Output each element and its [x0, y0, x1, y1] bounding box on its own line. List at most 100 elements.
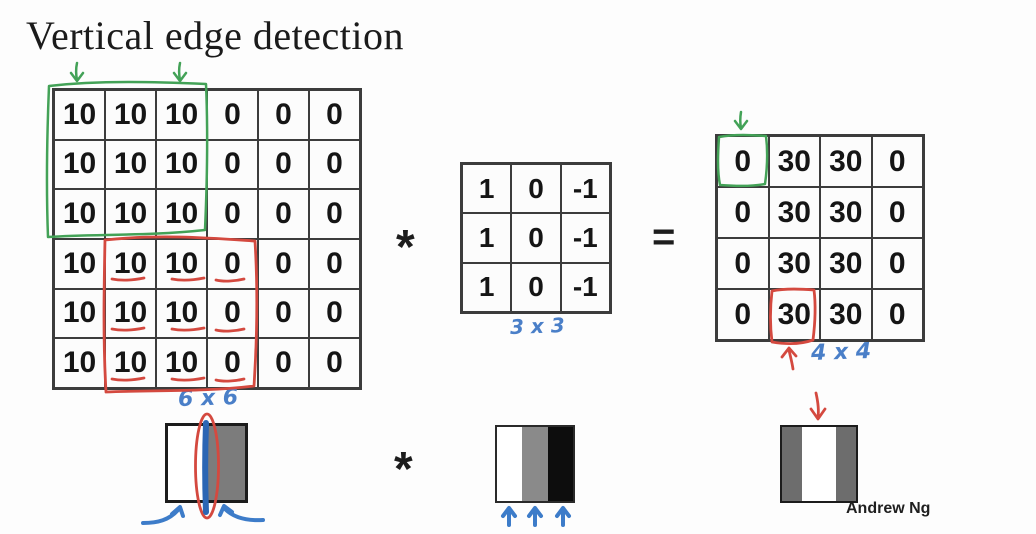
- gray-stripe-right: [836, 427, 856, 501]
- matrix-cell: 10: [54, 338, 105, 388]
- gray-stripe-left: [782, 427, 802, 501]
- input-dimension-label: 6 x 6: [177, 384, 239, 413]
- matrix-cell: 0: [717, 238, 769, 289]
- matrix-cell: 30: [768, 238, 820, 289]
- page-title: Vertical edge detection: [26, 13, 404, 58]
- white-half: [168, 426, 207, 500]
- attribution-text: Andrew Ng: [846, 500, 931, 517]
- matrix-cell: 0: [207, 189, 258, 239]
- matrix-cell: 0: [207, 239, 258, 289]
- matrix-cell: 10: [156, 239, 207, 289]
- matrix-cell: 30: [768, 136, 820, 187]
- matrix-cell: 0: [309, 139, 360, 190]
- matrix-cell: 0: [309, 189, 360, 239]
- matrix-cell: 10: [156, 139, 207, 190]
- blue-arrowhead-icon: [555, 506, 571, 518]
- filter-dimension-label: 3 x 3: [509, 313, 566, 339]
- matrix-cell: 10: [105, 139, 156, 190]
- matrix-cell: -1: [560, 213, 610, 263]
- matrix-cell: 10: [105, 288, 156, 339]
- matrix-cell: 10: [105, 90, 156, 140]
- blue-curved-arrow-left-icon: [141, 508, 180, 525]
- matrix-cell: 0: [511, 164, 561, 214]
- blue-arrowhead-icon: [218, 504, 234, 517]
- edge-image-input: [165, 423, 248, 503]
- matrix-cell: 30: [820, 238, 872, 289]
- matrix-cell: 0: [258, 189, 309, 239]
- output-dimension-label: 4 x 4: [810, 338, 872, 367]
- matrix-cell: 10: [54, 90, 105, 140]
- matrix-cell: 1: [462, 164, 512, 214]
- red-arrow-down-icon: [814, 391, 820, 419]
- matrix-cell: 10: [156, 90, 207, 140]
- matrix-cell: 10: [54, 288, 105, 339]
- green-arrowhead-icon: [69, 71, 85, 83]
- matrix-cell: 10: [156, 338, 207, 388]
- matrix-cell: 0: [511, 262, 561, 312]
- convolution-operator-top: *: [396, 221, 415, 274]
- matrix-cell: 0: [207, 288, 258, 339]
- matrix-cell: 0: [717, 187, 769, 238]
- matrix-cell: 30: [768, 187, 820, 238]
- matrix-cell: 0: [258, 139, 309, 190]
- matrix-cell: 10: [105, 239, 156, 289]
- matrix-cell: 10: [54, 239, 105, 289]
- matrix-cell: 0: [717, 136, 769, 187]
- matrix-cell: 0: [309, 288, 360, 339]
- convolution-operator-bottom: *: [394, 443, 413, 496]
- matrix-cell: 0: [207, 90, 258, 140]
- blue-curved-arrow-right-icon: [223, 507, 265, 523]
- gray-half: [206, 426, 245, 500]
- blue-arrowhead-icon: [501, 506, 517, 518]
- blue-arrowhead-icon: [527, 506, 543, 518]
- matrix-cell: -1: [560, 262, 610, 312]
- equals-operator: =: [652, 215, 676, 259]
- matrix-cell: 0: [511, 213, 561, 263]
- matrix-cell: 0: [717, 289, 769, 340]
- green-arrowhead-icon: [172, 71, 188, 83]
- matrix-cell: 1: [462, 262, 512, 312]
- matrix-cell: 10: [156, 189, 207, 239]
- green-arrow-down-icon: [74, 61, 79, 82]
- matrix-cell: 0: [871, 289, 923, 340]
- matrix-cell: 30: [820, 187, 872, 238]
- red-arrowhead-icon: [780, 346, 798, 359]
- matrix-cell: 0: [258, 90, 309, 140]
- matrix-cell: 30: [820, 136, 872, 187]
- matrix-cell: 0: [871, 187, 923, 238]
- matrix-cell: 10: [54, 139, 105, 190]
- matrix-cell: 10: [54, 189, 105, 239]
- white-stripe-center: [801, 427, 836, 501]
- filter-image: [495, 425, 575, 503]
- matrix-cell: 0: [309, 239, 360, 289]
- matrix-cell: 0: [258, 338, 309, 388]
- red-arrow-up-icon: [787, 348, 795, 371]
- green-arrow-down-icon: [177, 61, 182, 82]
- matrix-cell: 10: [105, 338, 156, 388]
- matrix-cell: 10: [105, 189, 156, 239]
- matrix-cell: 30: [768, 289, 820, 340]
- matrix-cell: 0: [309, 90, 360, 140]
- matrix-cell: 0: [207, 338, 258, 388]
- edge-image-output: [780, 425, 858, 503]
- white-stripe: [497, 427, 523, 501]
- matrix-cell: 0: [309, 338, 360, 388]
- matrix-cell: 0: [207, 139, 258, 190]
- matrix-cell: 0: [871, 238, 923, 289]
- black-stripe: [547, 427, 573, 501]
- matrix-cell: 0: [258, 239, 309, 289]
- matrix-cell: 0: [258, 288, 309, 339]
- green-arrow-down-icon: [739, 110, 743, 130]
- matrix-cell: 10: [156, 288, 207, 339]
- matrix-cell: -1: [560, 164, 610, 214]
- matrix-cell: 30: [820, 289, 872, 340]
- red-arrowhead-icon: [809, 407, 827, 421]
- gray-stripe: [522, 427, 548, 501]
- blue-annotations: [141, 504, 571, 527]
- matrix-cell: 1: [462, 213, 512, 263]
- blue-arrowhead-icon: [170, 505, 185, 518]
